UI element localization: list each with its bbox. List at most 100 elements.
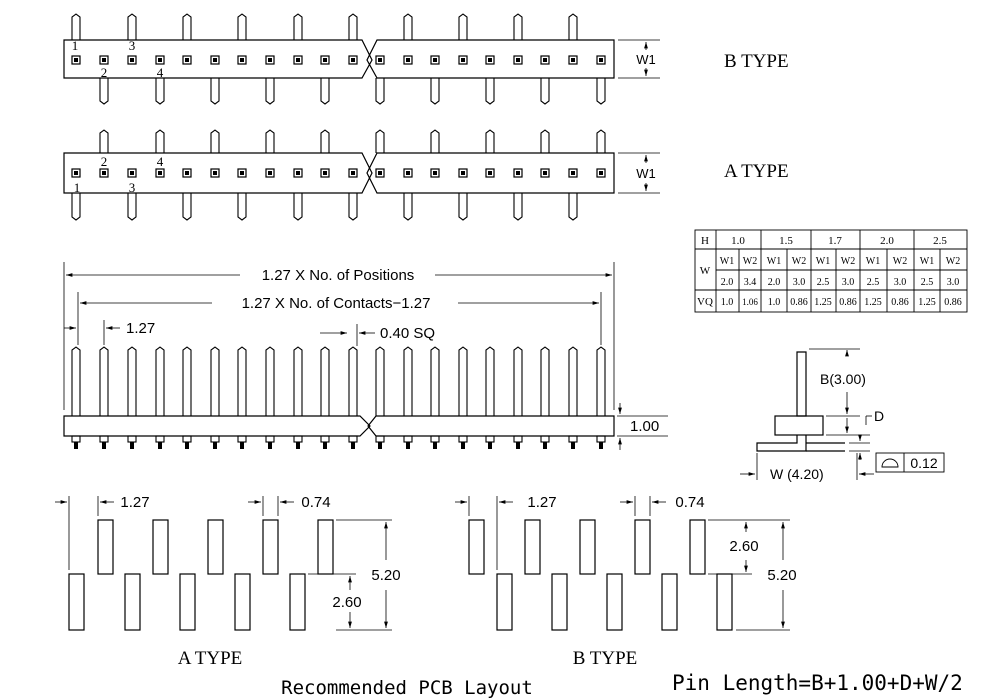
pin — [320, 78, 330, 105]
pin — [403, 346, 413, 416]
pin-number-label: 2 — [101, 65, 108, 80]
pin-square-core — [240, 171, 244, 175]
pin-stub — [265, 435, 275, 443]
pin-tail — [461, 442, 465, 449]
pin — [540, 346, 550, 416]
pin — [265, 346, 275, 416]
pcb-b-dimensions — [455, 496, 790, 631]
pin — [155, 346, 165, 416]
table-cell: 3.4 — [744, 277, 757, 288]
pin-square — [210, 55, 220, 65]
pin-square-core — [130, 58, 134, 62]
pin-stub — [320, 435, 330, 443]
table-subheader: W2 — [841, 256, 855, 267]
table-cell: 0.86 — [891, 297, 909, 308]
pin — [155, 129, 165, 153]
pin-stub — [458, 435, 468, 443]
pin-square-core — [268, 171, 272, 175]
d-dimension — [826, 415, 872, 436]
pin — [237, 13, 247, 40]
pin — [348, 346, 358, 416]
pin-tail — [323, 442, 327, 449]
pin-stub — [71, 435, 81, 443]
pin-square-core — [543, 58, 547, 62]
pin-square-core — [599, 171, 603, 175]
pin-tail — [543, 442, 547, 449]
pin-tail — [599, 442, 603, 449]
pin — [568, 193, 578, 221]
pin-square — [155, 55, 165, 65]
pin — [348, 193, 358, 221]
pin-square — [485, 55, 495, 65]
table-cell: 2.0 — [880, 235, 894, 247]
table-cell: 2.5 — [933, 235, 947, 247]
pin-square-core — [488, 171, 492, 175]
pin — [182, 13, 192, 40]
pin-square — [71, 55, 81, 65]
top-view-a-type — [63, 129, 615, 221]
pcb-layout-caption: Recommended PCB Layout — [281, 677, 533, 699]
table-cell: 3.0 — [793, 277, 806, 288]
pin-square — [596, 168, 606, 178]
pin-tail — [488, 442, 492, 449]
pin — [210, 346, 220, 416]
pin-square-core — [406, 171, 410, 175]
pin-square-core — [323, 171, 327, 175]
pcb-total-label: 5.20 — [371, 567, 400, 584]
pin-square-core — [351, 58, 355, 62]
pin-square-core — [296, 171, 300, 175]
table-subheader: W1 — [816, 256, 830, 267]
pin-square — [320, 168, 330, 178]
pin — [375, 129, 385, 153]
pin-square-core — [158, 58, 162, 62]
pin-square-core — [102, 58, 106, 62]
table-subheader: W1 — [920, 256, 934, 267]
pin — [485, 78, 495, 105]
pcb-offset-label: 2.60 — [729, 538, 758, 555]
header-body-outline — [366, 39, 615, 79]
pin-square — [458, 55, 468, 65]
pin-tail — [516, 442, 520, 449]
body-height-label: 1.00 — [630, 418, 659, 435]
table-cell: 1.5 — [779, 235, 793, 247]
pin-stub — [513, 435, 523, 443]
pin-square-dimension — [320, 324, 375, 346]
contacts-dimension — [77, 292, 602, 345]
pcb-layout-a-type — [68, 519, 334, 631]
pin-square-core — [213, 58, 217, 62]
table-subheader: W2 — [893, 256, 907, 267]
pcb-pad-label: 0.74 — [675, 494, 704, 511]
header-body-outline — [366, 152, 615, 194]
pin-square — [348, 168, 358, 178]
table-cell: 2.0 — [768, 277, 781, 288]
pcb-pad-label: 0.74 — [301, 494, 330, 511]
pin-square — [568, 55, 578, 65]
pin — [430, 129, 440, 153]
table-cell: 3.0 — [894, 277, 907, 288]
pin-tail — [185, 442, 189, 449]
pin-square-core — [102, 171, 106, 175]
w-dimension — [740, 434, 874, 480]
pin-square-core — [516, 58, 520, 62]
pin — [568, 13, 578, 40]
pin-square — [293, 168, 303, 178]
pin-square — [127, 168, 137, 178]
pin-square-core — [268, 58, 272, 62]
table-cell: 1.06 — [742, 297, 758, 307]
table-subheader: W1 — [767, 256, 781, 267]
pin-square — [485, 168, 495, 178]
pin-square — [513, 168, 523, 178]
table-cell: 0.86 — [839, 297, 857, 308]
pin-square — [430, 168, 440, 178]
pin — [375, 346, 385, 416]
table-subheader: W2 — [743, 256, 757, 267]
pin-number-label: 3 — [129, 180, 136, 195]
table-cell: 1.25 — [918, 297, 936, 308]
pin-square — [430, 55, 440, 65]
pin — [99, 78, 109, 105]
pitch-label: 1.27 — [126, 320, 155, 337]
table-cell: 2.5 — [817, 277, 830, 288]
pin-length-formula: Pin Length=B+1.00+D+W/2 — [672, 671, 963, 695]
pin-square-core — [213, 171, 217, 175]
